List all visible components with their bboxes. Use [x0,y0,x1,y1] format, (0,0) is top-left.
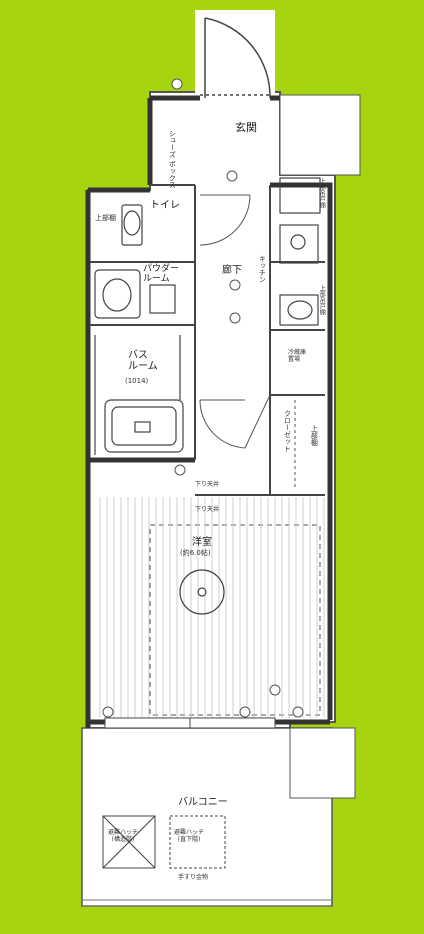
ceiling-line-1: 下り天井 [195,481,220,488]
balcony-rail [82,899,332,907]
partitions [90,184,325,496]
basin-fixture [94,269,176,319]
corridor-label: 廊下 [222,265,242,276]
balcony-label: バルコニー [178,797,228,808]
hatch-left-icon [102,815,156,869]
entrance-door [200,17,271,99]
ceiling-light-icon [179,569,225,615]
youshitsu-size-label: (約6.0帖) [180,549,211,557]
closet-label: クローゼット [283,410,292,452]
toilet-fixture [121,204,143,246]
genkan-label: 玄関 [235,121,257,134]
hatch-right-label: 避難ハッチ (直下階) [174,829,205,843]
ceiling-outline [149,524,321,716]
bathtub-fixture [94,335,184,455]
bath-size-label: (1014) [125,377,149,385]
hatch-right-icon [169,815,226,869]
youshitsu-label: 洋室 [192,537,212,548]
toilet-shelf-label: 上部棚 [95,214,116,222]
interior-doors [199,194,271,449]
hatch-left-label: 避難ハッチ (構造階) [108,829,139,843]
closet-shelf-label: 上部棚 [310,425,319,446]
bath-room-label: バス ルーム [128,350,158,372]
outlet-icons [102,78,304,718]
kitchen-shelf-top-label: 上部吊戸棚 [318,178,326,208]
toilet-label: トイレ [150,200,180,211]
shoes-box-label: シューズ ボックス [168,130,177,189]
window [104,717,276,729]
powder-room-label: パウダー ルーム [143,264,180,284]
flooring-pattern [99,497,325,718]
hand-rail-label: 手すり金物 [178,874,209,881]
kitchen-shelf-bottom-label: 上部吊戸棚 [318,285,326,315]
kitchen-label: キッチン [258,255,267,283]
kitchen-fixture [279,177,321,326]
ceiling-line-2: 下り天井 [195,506,220,513]
fridge-label: 冷蔵庫 置場 [288,349,307,363]
